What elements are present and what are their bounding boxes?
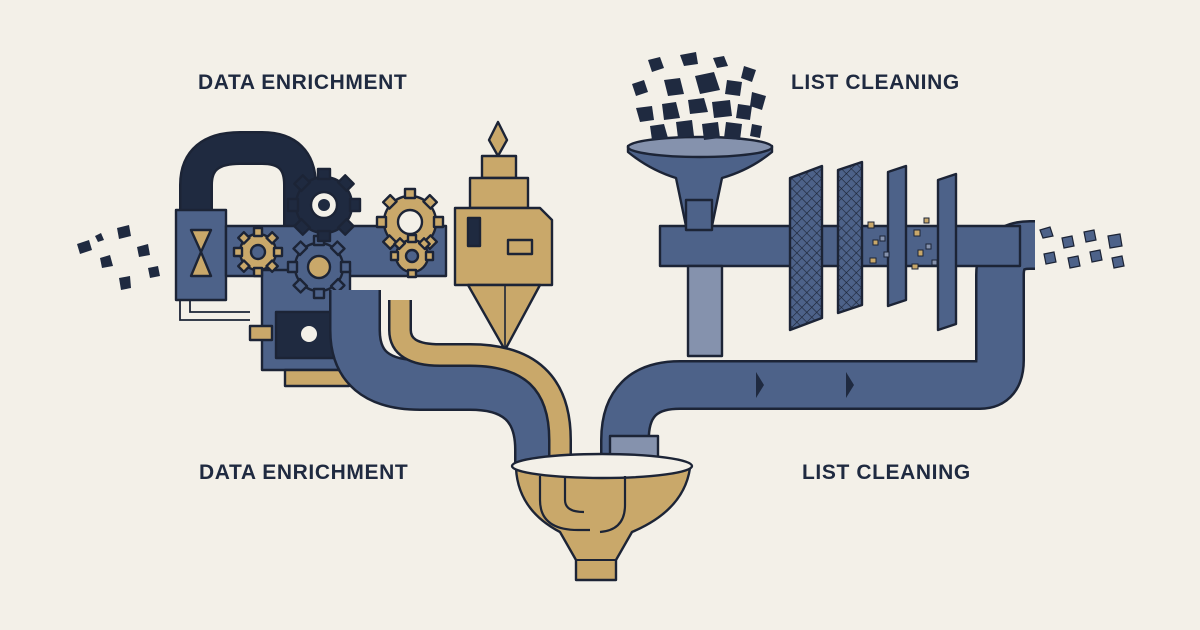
gear-icon bbox=[375, 187, 445, 257]
list-cleaning-label-bottom: LIST CLEANING bbox=[802, 461, 971, 484]
gear-icon bbox=[286, 234, 352, 300]
list-cleaning-label-top: LIST CLEANING bbox=[791, 71, 960, 94]
building-icon bbox=[453, 120, 554, 352]
debris-icon bbox=[632, 52, 766, 140]
gear-icon bbox=[232, 226, 284, 278]
filtered-particles bbox=[867, 217, 930, 270]
gear-icon bbox=[286, 167, 362, 243]
cleaned-particles bbox=[879, 235, 938, 266]
clean-data-output bbox=[1039, 226, 1125, 269]
cleaning-main-pipe bbox=[600, 220, 1035, 468]
data-enrichment-label-bottom: DATA ENRICHMENT bbox=[199, 461, 409, 484]
filter-screen-icon bbox=[788, 160, 958, 332]
funnel-icon bbox=[626, 135, 774, 232]
hourglass-icon bbox=[189, 228, 213, 278]
drain-icon bbox=[510, 434, 694, 582]
enrichment-tube-arch bbox=[179, 131, 317, 232]
raw-data-debris-left bbox=[77, 225, 160, 290]
enrichment-output-pipe bbox=[329, 290, 572, 468]
gear-icon bbox=[389, 233, 435, 279]
data-enrichment-label-top: DATA ENRICHMENT bbox=[198, 71, 408, 94]
